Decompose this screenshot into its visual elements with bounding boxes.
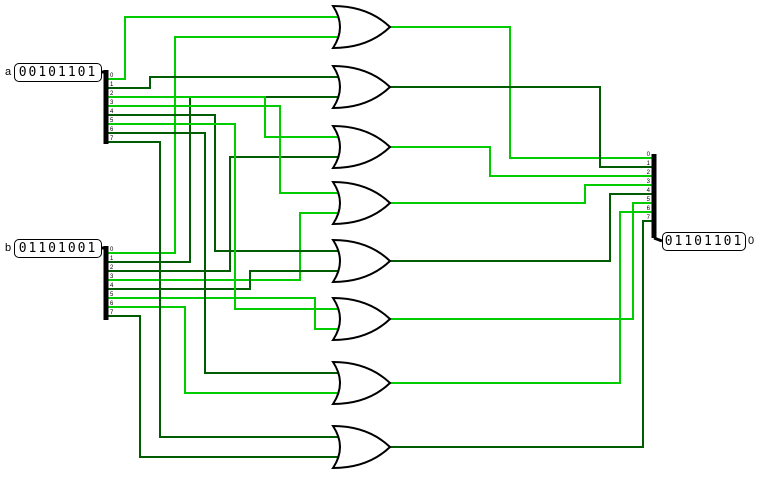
pin-label-out-5: 5 (647, 197, 651, 203)
wire-b-0[interactable] (106, 36, 342, 254)
pin-label-a-6: 6 (110, 127, 114, 133)
pin-label-a-3: 3 (110, 100, 114, 106)
wire-a-0[interactable] (106, 16, 342, 80)
wire-out-2[interactable] (390, 146, 654, 177)
wire-b-2[interactable] (106, 156, 342, 272)
pin-label-a-0: 0 (110, 73, 114, 79)
pin-label-out-7: 7 (647, 215, 651, 221)
wire-out-5[interactable] (390, 202, 654, 320)
wire-b-5[interactable] (106, 297, 342, 330)
pin-label-out-0: 0 (647, 152, 651, 158)
wire-a-1[interactable] (106, 76, 342, 89)
pin-label-out-2: 2 (647, 170, 651, 176)
wire-a-4[interactable] (106, 114, 342, 252)
input-a-label: a (5, 66, 12, 78)
or-gate-3[interactable] (331, 180, 392, 226)
wire-out-4[interactable] (390, 193, 654, 262)
pin-label-out-3: 3 (647, 179, 651, 185)
wire-a-7[interactable] (106, 141, 342, 438)
pin-label-a-7: 7 (110, 136, 114, 142)
wire-b-6[interactable] (106, 306, 342, 394)
or-gate-4[interactable] (331, 238, 392, 284)
output-value-box: 01101101 (662, 232, 746, 251)
wire-a-2[interactable] (106, 96, 342, 138)
wire-b-4[interactable] (106, 270, 342, 290)
wire-a-5[interactable] (106, 123, 342, 310)
pin-label-b-6: 6 (110, 301, 114, 307)
pin-label-b-1: 1 (110, 256, 114, 262)
or-gate-1[interactable] (331, 64, 392, 110)
input-b-label: b (5, 242, 12, 254)
or-gate-2[interactable] (331, 124, 392, 170)
output-bus[interactable] (653, 236, 663, 243)
wire-a-6[interactable] (106, 132, 342, 374)
wire-out-7[interactable] (390, 220, 654, 448)
pin-label-a-1: 1 (110, 82, 114, 88)
wire-out-6[interactable] (390, 211, 654, 384)
pin-label-out-4: 4 (647, 188, 651, 194)
input-a-value-box[interactable]: 00101101 (14, 63, 102, 82)
wire-out-1[interactable] (390, 86, 654, 168)
wire-b-3[interactable] (106, 212, 342, 281)
or-gate-7[interactable] (331, 424, 392, 470)
wire-a-3[interactable] (106, 105, 342, 194)
or-gate-5[interactable] (331, 296, 392, 342)
wire-b-7[interactable] (106, 315, 342, 458)
or-gate-6[interactable] (331, 360, 392, 406)
pin-label-b-2: 2 (110, 265, 114, 271)
pin-label-b-5: 5 (110, 292, 114, 298)
pin-label-out-1: 1 (647, 161, 651, 167)
pin-label-a-2: 2 (110, 91, 114, 97)
pin-label-a-4: 4 (110, 109, 114, 115)
pin-label-b-0: 0 (110, 247, 114, 253)
wire-b-1[interactable] (106, 96, 342, 263)
pin-label-a-5: 5 (110, 118, 114, 124)
or-gate-0[interactable] (331, 4, 392, 50)
input-b-value-box[interactable]: 01101001 (14, 239, 102, 258)
output-label: 0 (748, 235, 755, 247)
pin-label-b-3: 3 (110, 274, 114, 280)
pin-label-b-4: 4 (110, 283, 114, 289)
wire-out-0[interactable] (390, 26, 654, 159)
pin-label-out-6: 6 (647, 206, 651, 212)
pin-label-b-7: 7 (110, 310, 114, 316)
wire-out-3[interactable] (390, 184, 654, 204)
